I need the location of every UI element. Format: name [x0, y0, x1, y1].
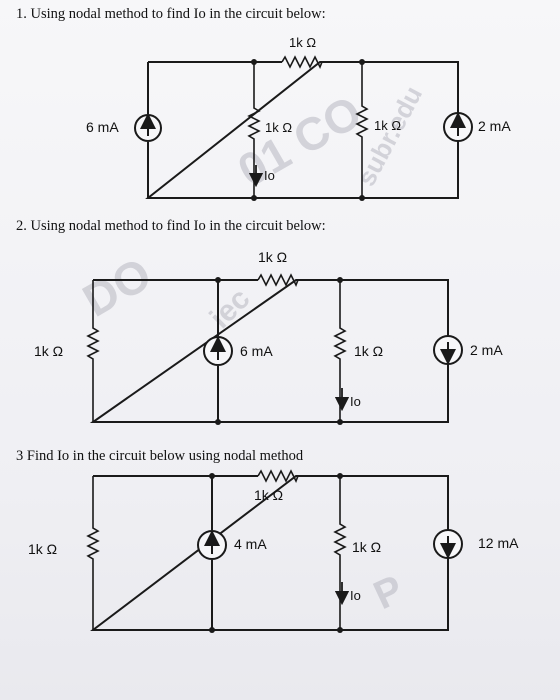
circuit-1-top-resistor-label: 1k Ω — [289, 35, 316, 50]
circuit-3-left-resistor — [86, 476, 100, 630]
circuit-3-right-resistor — [333, 476, 347, 630]
circuit-2-mid-source-label: 6 mA — [240, 343, 273, 359]
question-1-text: 1. Using nodal method to find Io in the … — [16, 6, 326, 22]
watermark-3: DO — [74, 247, 160, 327]
circuit-1-mid-resistor — [247, 62, 261, 198]
circuit-1-right-resistor-label: 1k Ω — [374, 118, 401, 133]
circuit-3-io-label: Io — [350, 588, 361, 603]
circuit-2-left-resistor-label: 1k Ω — [34, 343, 63, 359]
circuit-1-mid-resistor-label: 1k Ω — [265, 120, 292, 135]
circuit-3-right-resistor-label: 1k Ω — [352, 539, 381, 555]
watermark-1: 01 CO — [229, 85, 370, 197]
circuit-2-right-resistor-label: 1k Ω — [354, 343, 383, 359]
circuit-3: 1k Ω 1k Ω 4 mA 1k Ω Io 12 mA — [28, 469, 519, 633]
circuit-1-io-label: Io — [264, 168, 275, 183]
circuit-3-top-resistor — [257, 469, 299, 483]
circuit-1-right-resistor — [355, 62, 369, 198]
circuit-3-top-resistor-label: 1k Ω — [254, 487, 283, 503]
circuit-1-left-source-label: 6 mA — [86, 119, 119, 135]
question-2-text: 2. Using nodal method to find Io in the … — [16, 218, 326, 234]
circuit-2-right-source-label: 2 mA — [470, 342, 503, 358]
circuit-2-io-label: Io — [350, 394, 361, 409]
circuit-2-top-resistor — [257, 273, 299, 287]
circuit-3-mid-source-label: 4 mA — [234, 536, 267, 552]
question-3-text: 3 Find Io in the circuit below using nod… — [16, 448, 304, 464]
watermark-5: P — [367, 567, 410, 618]
circuit-3-right-source-label: 12 mA — [478, 535, 519, 551]
circuit-2-left-resistor — [86, 280, 100, 422]
circuit-2: 1k Ω 1k Ω 6 mA 1k Ω Io 2 mA — [34, 249, 503, 425]
circuit-1: 1k Ω 6 mA 1k Ω Io 1k Ω 2 mA — [86, 35, 511, 201]
circuit-2-top-resistor-label: 1k Ω — [258, 249, 287, 265]
circuit-1-right-source-label: 2 mA — [478, 118, 511, 134]
circuit-1-top-resistor — [281, 55, 323, 69]
circuit-2-right-resistor — [333, 280, 347, 422]
circuit-3-left-resistor-label: 1k Ω — [28, 541, 57, 557]
